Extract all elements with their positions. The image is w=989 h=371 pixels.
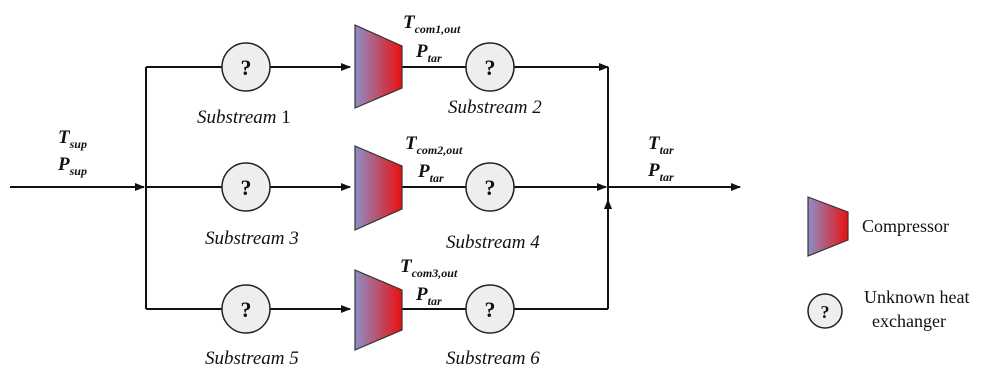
heat-exchanger-4: ? [465, 162, 515, 212]
svg-text:?: ? [485, 55, 496, 80]
heat-exchanger-6: ? [465, 284, 515, 334]
compressor2-pressure-label: Ptar [417, 161, 444, 185]
substream-5-label: Substream 5 [205, 348, 299, 369]
substream-2-label: Substream 2 [448, 97, 542, 118]
legend-heat-exchanger-label-line1: Unknown heat [864, 287, 969, 307]
compressor1-pressure-label: Ptar [415, 41, 442, 65]
compressor3-pressure-label: Ptar [415, 284, 442, 308]
compressor2-temperature-label: Tcom2,out [405, 133, 463, 157]
heat-exchanger-3: ? [221, 162, 271, 212]
substream-3-label: Substream 3 [205, 228, 299, 249]
substream-6-label: Substream 6 [446, 348, 540, 369]
compressor-3 [354, 269, 403, 351]
svg-text:?: ? [241, 175, 252, 200]
legend-heat-exchanger-label-line2: exchanger [872, 311, 946, 331]
svg-text:?: ? [241, 55, 252, 80]
svg-text:?: ? [485, 297, 496, 322]
inlet-temperature-label: Tsup [58, 127, 87, 151]
svg-text:?: ? [241, 297, 252, 322]
inlet-pressure-label: Psup [57, 154, 87, 178]
compressor3-temperature-label: Tcom3,out [400, 256, 458, 280]
legend: Compressor ? Unknown heat exchanger [807, 196, 969, 331]
legend-compressor-icon [807, 196, 849, 257]
compressor-2 [354, 145, 403, 231]
heat-exchanger-5: ? [221, 284, 271, 334]
legend-heat-exchanger-symbol: ? [821, 302, 830, 322]
compressor1-temperature-label: Tcom1,out [403, 12, 461, 36]
outlet-temperature-label: Ttar [648, 133, 674, 157]
legend-compressor-label: Compressor [862, 216, 949, 236]
compressor-1 [354, 24, 403, 109]
heat-exchanger-2: ? [465, 42, 515, 92]
substream-1-label: Substream 1 [197, 107, 291, 128]
outlet-pressure-label: Ptar [647, 160, 674, 184]
heat-exchanger-1: ? [221, 42, 271, 92]
svg-text:?: ? [485, 175, 496, 200]
legend-heat-exchanger-icon [807, 293, 843, 329]
substream-4-label: Substream 4 [446, 232, 540, 253]
